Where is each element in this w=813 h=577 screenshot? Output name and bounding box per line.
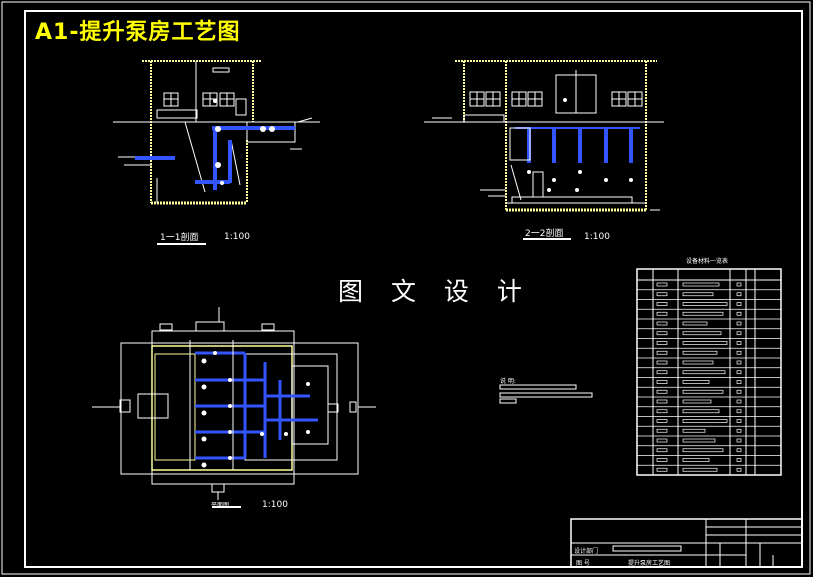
equipment-table-cell-text: [656, 467, 668, 472]
equipment-table-cell-text: [736, 458, 742, 462]
equipment-table-cell-text: [736, 370, 742, 375]
drawing-title: A1-提升泵房工艺图: [35, 20, 241, 45]
equipment-table-cell-text: [736, 341, 742, 345]
inner-frame: [24, 10, 803, 568]
equipment-table-cell-text: [656, 341, 668, 345]
equipment-table-cell-text: [682, 360, 714, 365]
equipment-table-cell-text: [682, 428, 706, 433]
title-block-drawing-label: 图 号: [576, 560, 590, 567]
notes-lines: [499, 384, 593, 404]
plan-scale: 1:100: [262, 500, 288, 510]
equipment-table-cell-text: [736, 331, 742, 336]
equipment-table-cell-text: [656, 370, 668, 375]
equipment-table-cell-text: [656, 380, 668, 384]
equipment-table-cell-text: [656, 282, 668, 287]
equipment-table-cell-text: [736, 438, 742, 443]
equipment-table-cell-text: [682, 409, 720, 414]
equipment-table-cell-text: [656, 331, 668, 336]
equipment-table-cell-text: [736, 419, 742, 423]
equipment-table-cell-text: [736, 360, 742, 365]
equipment-table: [636, 268, 782, 476]
plan-name: 平面图: [211, 502, 230, 509]
equipment-table-cell-text: [656, 448, 668, 453]
equipment-table-cell-text: [656, 399, 668, 404]
title-block-drawing-name: 提升泵房工艺图: [628, 560, 671, 567]
equipment-table-cell-text: [682, 282, 720, 287]
equipment-table-cell-text: [656, 292, 668, 297]
equipment-table-cell-text: [656, 409, 668, 414]
equipment-table-cell-text: [682, 448, 724, 453]
equipment-table-cell-text: [682, 380, 710, 384]
watermark-text: 图 文 设 计: [338, 277, 532, 306]
equipment-table-cell-text: [656, 438, 668, 443]
section-1-1-scale: 1:100: [224, 232, 250, 242]
equipment-table-cell-text: [656, 311, 668, 316]
equipment-table-cell-text: [736, 399, 742, 404]
equipment-table-cell-text: [736, 311, 742, 316]
equipment-table-cell-text: [656, 360, 668, 365]
title-block-design-label: 设计部门: [574, 548, 599, 555]
equipment-table-cell-text: [736, 389, 742, 394]
plan-drawing: [92, 307, 376, 500]
section-2-2-name: 2一2剖面: [525, 229, 564, 239]
equipment-table-cell-text: [682, 331, 722, 336]
equipment-table-cell-text: [656, 389, 668, 394]
equipment-table-cell-text: [736, 350, 742, 355]
equipment-table-cell-text: [736, 428, 742, 433]
equipment-table-cell-text: [682, 389, 724, 394]
equipment-table-cell-text: [656, 458, 668, 462]
equipment-table-cell-text: [682, 458, 710, 462]
equipment-table-cell-text: [736, 448, 742, 453]
section-2-2-scale: 1:100: [584, 232, 610, 242]
equipment-table-cell-text: [682, 399, 712, 404]
section-1-1-name: 1一1剖面: [160, 233, 199, 243]
equipment-table-cell-text: [656, 350, 668, 355]
equipment-table-cell-text: [682, 419, 728, 423]
equipment-table-cell-text: [682, 341, 728, 345]
equipment-table-cell-text: [656, 302, 668, 306]
equipment-table-cell-text: [682, 370, 726, 375]
equipment-table-cell-text: [736, 467, 742, 472]
equipment-table-cell-text: [682, 311, 724, 316]
equipment-table-cell-text: [656, 428, 668, 433]
title-block: [570, 518, 803, 568]
equipment-table-cell-text: [736, 380, 742, 384]
equipment-table-cell-text: [682, 321, 708, 326]
equipment-table-cell-text: [736, 409, 742, 414]
equipment-table-cell-text: [736, 282, 742, 287]
equipment-table-cell-text: [736, 302, 742, 306]
equipment-table-cell-text: [656, 419, 668, 423]
equipment-table-cell-text: [682, 350, 718, 355]
equipment-table-cell-text: [682, 467, 718, 472]
section-1-1-drawing: [113, 60, 320, 205]
notes-label: 说 明:: [500, 378, 516, 385]
equipment-table-cell-text: [682, 438, 716, 443]
equipment-table-title: 设备材料一览表: [686, 258, 729, 265]
equipment-table-cell-text: [656, 321, 668, 326]
equipment-table-cell-text: [682, 292, 714, 297]
equipment-table-cell-text: [682, 302, 728, 306]
equipment-table-cell-text: [736, 292, 742, 297]
equipment-table-cell-text: [736, 321, 742, 326]
section-2-2-drawing: [424, 60, 664, 212]
